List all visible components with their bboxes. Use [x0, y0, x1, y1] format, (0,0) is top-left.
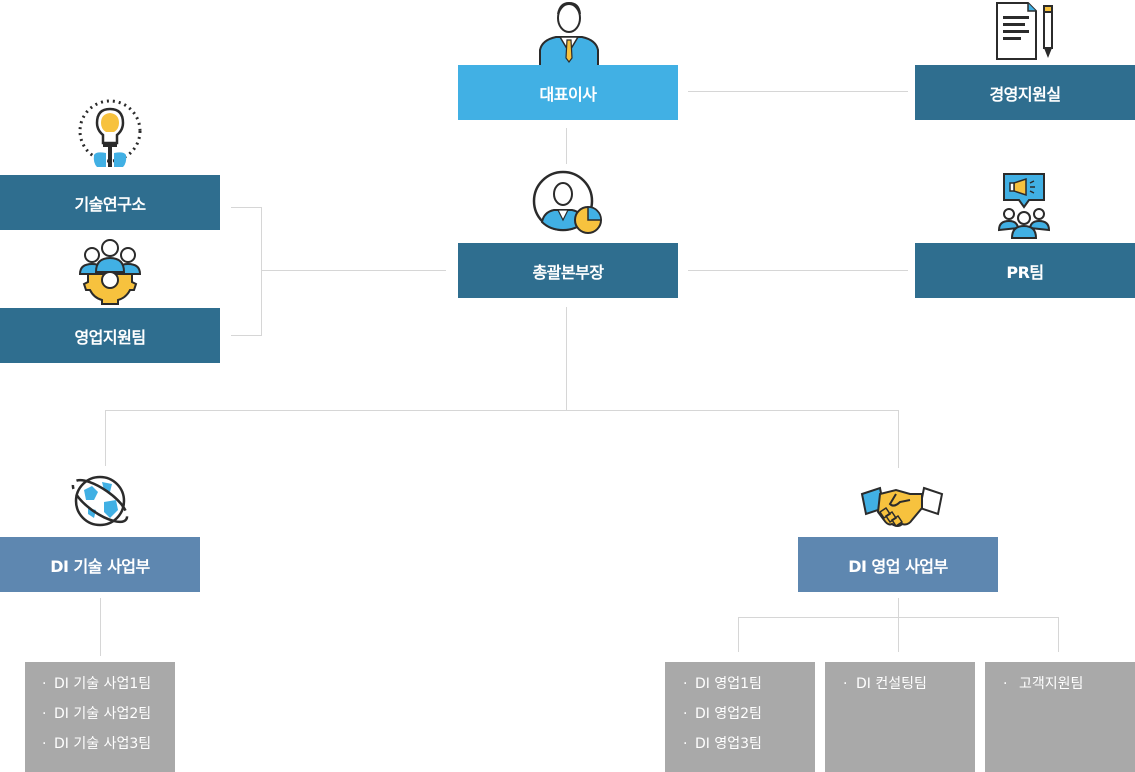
businessman-icon — [539, 1, 599, 66]
node-ceo-label: 대표이사 — [539, 84, 597, 104]
connector-ceo-management — [688, 91, 908, 92]
connector-sales-team2 — [898, 617, 899, 652]
node-sales-support[interactable]: 영업지원팀 — [0, 308, 220, 363]
team-box-sales: ·DI 영업1팀 ·DI 영업2팀 ·DI 영업3팀 — [665, 662, 815, 772]
node-di-tech-division[interactable]: DI 기술 사업부 — [0, 537, 200, 592]
node-sales-support-label: 영업지원팀 — [74, 327, 146, 347]
globe-orbit-icon — [71, 475, 129, 527]
node-general-hq-label: 총괄본부장 — [532, 262, 604, 282]
node-pr-team[interactable]: PR팀 — [915, 243, 1135, 298]
megaphone-people-icon — [997, 173, 1051, 239]
handshake-icon — [860, 486, 944, 528]
connector-to-tech-division — [105, 410, 106, 466]
connector-ceo-hq — [566, 128, 567, 164]
connector-sales-down — [898, 598, 899, 618]
connector-bracket-bottom — [231, 335, 262, 336]
document-pencil-icon — [996, 2, 1053, 60]
team-box-tech: ·DI 기술 사업1팀 ·DI 기술 사업2팀 ·DI 기술 사업3팀 — [25, 662, 175, 772]
connector-bracket-vertical — [261, 207, 262, 336]
node-tech-lab[interactable]: 기술연구소 — [0, 175, 220, 230]
team-item[interactable]: ·DI 기술 사업1팀 — [42, 676, 152, 692]
connector-hq-down — [566, 307, 567, 411]
team-item[interactable]: ·DI 영업2팀 — [683, 706, 762, 722]
node-ceo[interactable]: 대표이사 — [458, 65, 678, 120]
team-gear-icon — [78, 239, 142, 305]
node-general-hq[interactable]: 총괄본부장 — [458, 243, 678, 298]
connector-to-sales-division — [898, 410, 899, 468]
team-item[interactable]: ·DI 기술 사업2팀 — [42, 706, 152, 722]
node-management-support-label: 경영지원실 — [989, 84, 1061, 104]
team-item[interactable]: ·DI 컨설팅팀 — [843, 676, 927, 692]
team-item[interactable]: ·DI 영업1팀 — [683, 676, 762, 692]
connector-hq-left — [262, 270, 446, 271]
node-di-sales-division-label: DI 영업 사업부 — [848, 556, 948, 576]
node-pr-team-label: PR팀 — [1006, 262, 1044, 282]
node-management-support[interactable]: 경영지원실 — [915, 65, 1135, 120]
team-item[interactable]: ·고객지원팀 — [1003, 676, 1084, 692]
team-box-customer: ·고객지원팀 — [985, 662, 1135, 772]
manager-chart-icon — [532, 170, 602, 234]
connector-sales-team3 — [1058, 617, 1059, 652]
connector-divisions-horizontal — [105, 410, 899, 411]
node-di-tech-division-label: DI 기술 사업부 — [50, 556, 150, 576]
connector-sales-team1 — [738, 617, 739, 652]
team-item[interactable]: ·DI 영업3팀 — [683, 736, 762, 752]
connector-hq-pr — [688, 270, 908, 271]
lightbulb-icon — [78, 99, 142, 167]
team-box-consulting: ·DI 컨설팅팀 — [825, 662, 975, 772]
team-item[interactable]: ·DI 기술 사업3팀 — [42, 736, 152, 752]
connector-bracket-top — [231, 207, 262, 208]
connector-tech-teams — [100, 598, 101, 656]
node-di-sales-division[interactable]: DI 영업 사업부 — [798, 537, 998, 592]
node-tech-lab-label: 기술연구소 — [74, 194, 146, 214]
